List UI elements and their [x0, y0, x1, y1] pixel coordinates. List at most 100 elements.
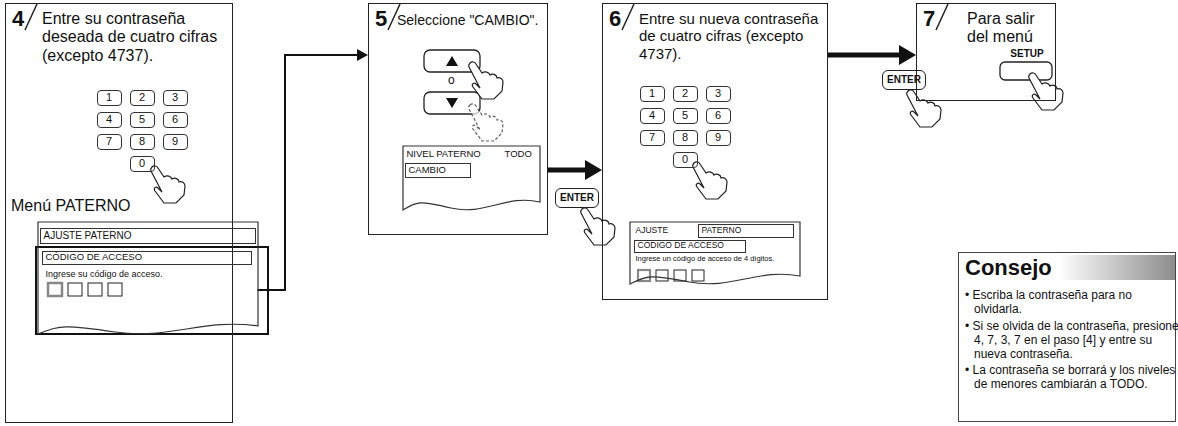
key-digit: 3 [172, 91, 178, 104]
tip-text: • Si se olvida de la contraseña, presion… [965, 320, 1178, 361]
down-triangle [446, 98, 458, 108]
key-digit: 9 [715, 131, 721, 144]
instruction-text: Entre su nueva contraseña de cuatro cifr… [639, 10, 825, 62]
keypad-key: 1 [97, 90, 122, 106]
screen-text: Ingrese un código de acceso de 4 dígitos… [636, 255, 796, 264]
key-digit: 1 [106, 91, 112, 104]
key-digit: 3 [715, 87, 721, 100]
step-slash [936, 4, 948, 30]
pressing-hand [581, 208, 615, 245]
instruction-text: Para salir del menú [967, 10, 1055, 47]
key-digit: 2 [682, 87, 688, 100]
screen-field-text: AJUSTE PATERNO [44, 230, 132, 242]
pressing-hand [1029, 73, 1063, 110]
step-number: 6 [609, 6, 639, 31]
step-panel: 6Entre su nueva contraseña de cuatro cif… [602, 3, 828, 300]
pressing-hand [151, 166, 185, 203]
keypad-key: 0 [130, 156, 155, 172]
instruction-text: Seleccione "CAMBIO". [397, 12, 547, 28]
instruction-text: Entre su contraseña deseada de cuatro ci… [42, 10, 232, 65]
highlight-frame [36, 247, 268, 334]
screen-field: CÓDIGO DE ACCESO [42, 251, 252, 265]
key-digit: 1 [649, 87, 655, 100]
connector-word: o [448, 74, 455, 87]
key-digit: 0 [682, 153, 688, 166]
keypad-key: 7 [97, 134, 122, 150]
step-panel: 7 Para salir del menúSETUP [916, 3, 1056, 101]
keypad-key: 2 [130, 90, 155, 106]
enter-button: ENTER [555, 188, 599, 208]
setup-button [1000, 62, 1052, 80]
key-digit: 0 [139, 157, 145, 170]
screen-field: PATERNO [698, 224, 794, 238]
key-digit: 7 [649, 131, 655, 144]
code-square [68, 283, 82, 296]
keypad-key: 9 [706, 130, 731, 146]
code-square [656, 270, 668, 281]
step-number: 7 [923, 6, 953, 31]
step-panel: 4 Entre su contraseña deseada de cuatro c… [5, 3, 233, 423]
key-digit: 5 [139, 113, 145, 126]
keypad-key: 6 [163, 112, 188, 128]
screen-field: CAMBIO [405, 163, 471, 178]
key-digit: 7 [106, 135, 112, 148]
screen-field-text: CAMBIO [409, 165, 446, 176]
flow-arrow [258, 55, 358, 290]
key-digit: 2 [139, 91, 145, 104]
tip-box: Consejo• Escriba la contraseña para no o… [958, 252, 1176, 422]
screen-field: AJUSTE PATERNO [40, 228, 256, 244]
keypad-key: 3 [163, 90, 188, 106]
tip-text: • Escriba la contraseña para no olvidarl… [965, 289, 1178, 317]
keypad-key: 4 [640, 108, 665, 124]
screen-field-text: CÓDIGO DE ACCESO [46, 252, 143, 263]
screen-field: CÓDIGO DE ACCESO [634, 240, 746, 253]
keypad-key: 8 [673, 130, 698, 146]
tip-text: • La contraseña se borrará y los niveles… [965, 364, 1178, 392]
up-triangle [446, 56, 458, 66]
screen-display: Ingrese su código de acceso. AJUSTE PATER… [38, 222, 258, 340]
screen-field-text: CÓDIGO DE ACCESO [638, 241, 724, 251]
key-digit: 9 [172, 135, 178, 148]
keypad-key: 7 [640, 130, 665, 146]
keypad-key: 3 [706, 86, 731, 102]
screen-text: NIVEL PATERNO [407, 149, 497, 160]
flow-arrow [548, 168, 585, 173]
keypad-key: 5 [130, 112, 155, 128]
screen-display: NIVEL PATERNO TODO CAMBIO [403, 146, 540, 216]
pressing-hand [469, 62, 503, 99]
screen-outline-path [630, 222, 800, 284]
keypad-key: 5 [673, 108, 698, 124]
pressing-hand [693, 162, 727, 199]
key-digit: 4 [106, 113, 112, 126]
screen-field-text: PATERNO [702, 226, 742, 236]
keypad-key: 4 [97, 112, 122, 128]
screen-outline-path [403, 146, 540, 210]
tip-header-band [1058, 255, 1175, 280]
code-square [108, 283, 122, 296]
key-digit: 8 [139, 135, 145, 148]
alternate-hand [469, 104, 503, 141]
code-square [692, 270, 704, 281]
flow-arrow [828, 53, 899, 58]
keypad-key: 6 [706, 108, 731, 124]
code-square [48, 283, 62, 296]
instruction-text: SETUP [1001, 48, 1053, 60]
keypad-key: 2 [673, 86, 698, 102]
enter-button: ENTER [882, 70, 926, 90]
screen-text: TODO [505, 149, 539, 160]
button-text: ENTER [560, 192, 594, 204]
keypad-key: 1 [640, 86, 665, 102]
key-digit: 6 [715, 109, 721, 122]
key-digit: 6 [172, 113, 178, 126]
code-square [88, 283, 102, 296]
instruction-text: Menú PATERNO [11, 197, 211, 215]
keypad-key: 0 [673, 152, 698, 168]
screen-text: AJUSTE [636, 226, 696, 236]
key-digit: 8 [682, 131, 688, 144]
screen-text: Ingrese su código de acceso. [46, 269, 251, 279]
key-digit: 4 [649, 109, 655, 122]
key-digit: 5 [682, 109, 688, 122]
step-slash [25, 4, 37, 30]
